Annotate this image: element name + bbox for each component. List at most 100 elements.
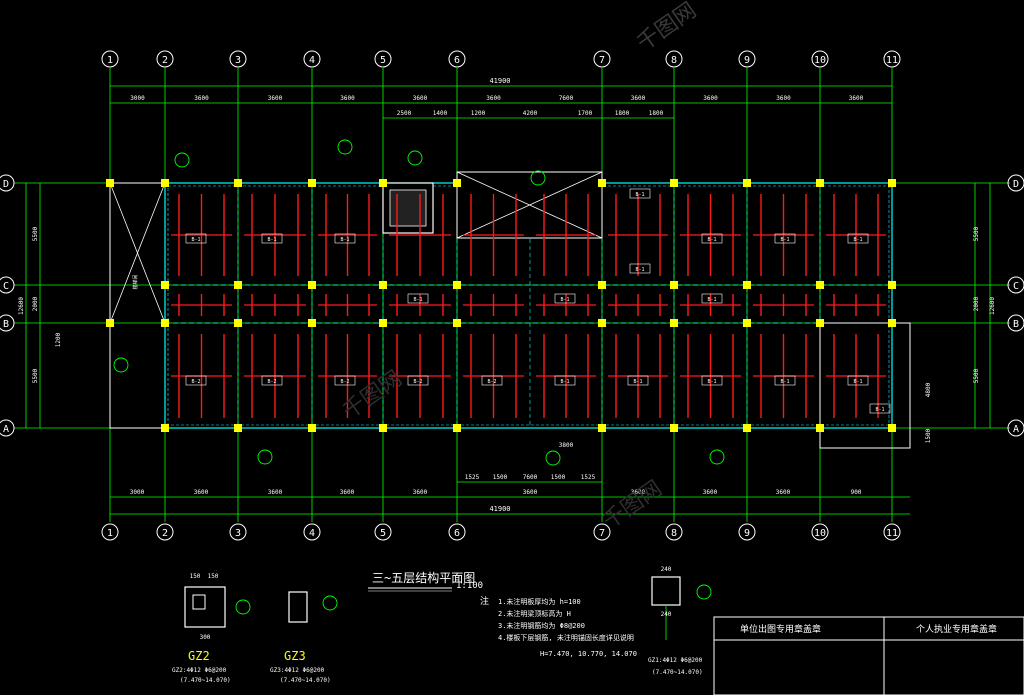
axis-bubble-top [448,50,466,68]
gz2-section [184,586,226,628]
dim-top-bay: 3600 [703,95,718,102]
gz1-dim-a: 240 [661,566,672,573]
dim-top-bay: 3600 [631,95,646,102]
axis-bubble-left [0,419,15,437]
slab-tag: B-1 [413,297,422,303]
watermark-3: 千图网 [598,476,666,534]
slab-tag: B-2 [191,379,200,385]
dim-bottom-sub: 7600 [523,474,538,481]
column [670,424,678,432]
axis-bubble-bottom [811,523,829,541]
dim-right: 5500 [973,226,980,241]
dim-bottom-bay: 3600 [523,489,538,496]
stair-outline [109,182,166,429]
column [379,424,387,432]
axis-label-bottom: 8 [671,528,677,539]
dim-top-sub: 1800 [649,110,664,117]
plan-scale: 1:100 [456,581,483,591]
axis-label-bottom: 9 [744,528,750,539]
gz3-name: GZ3 [284,649,306,663]
column [453,281,461,289]
slab-tag-box [481,375,503,386]
slab-tag: B-1 [560,379,569,385]
callout-circle [174,152,190,168]
dim-top-sub: 1800 [615,110,630,117]
callout-circle [530,170,546,186]
column [308,319,316,327]
column [743,424,751,432]
title-block-right: 个人执业专用章盖章 [916,623,997,635]
axis-bubble-top [156,50,174,68]
bump-outline [819,322,911,449]
dim-top-sub: 1400 [433,110,448,117]
title-block [713,616,1024,695]
axis-bubble-top [593,50,611,68]
column [161,179,169,187]
callout-circle [257,449,273,465]
slab-tag: B-2 [413,379,422,385]
dim-bottom-bay: 3600 [268,489,283,496]
column [453,179,461,187]
axis-label-bottom: 1 [107,528,113,539]
axis-label-bottom: 11 [886,528,898,539]
column [598,319,606,327]
gz2-spec-2: (7.470~14.070) [180,677,231,684]
dim-top-bay: 3600 [268,95,283,102]
column [598,424,606,432]
axis-bubble-top [738,50,756,68]
gz1-callout [696,584,712,600]
axis-label-bottom: 5 [380,528,386,539]
slab-tag: B-1 [267,237,276,243]
gz2-name: GZ2 [188,649,210,663]
dim-top-bay: 3600 [486,95,501,102]
slab-tag: B-1 [707,297,716,303]
slab-tag: B-1 [780,237,789,243]
axis-label-top: 4 [309,55,315,66]
dim-left: 5500 [32,226,39,241]
gz2-spec-1: GZ2:4Φ12 Φ6@200 [172,667,227,674]
gz3-section [288,591,308,623]
axis-label-bottom: 2 [162,528,168,539]
column [888,319,896,327]
dim-top-bay: 3000 [130,95,145,102]
note-line-2: 2.未注明梁顶标高为 H [498,609,571,618]
title-block-left: 单位出图专用章盖章 [740,623,821,635]
slab-tag-box [847,375,869,386]
note-line-4: 4.楼板下层钢筋, 未注明锚固长度详见说明 [498,633,634,642]
slab-tag: B-1 [635,192,644,198]
dim-right: 4800 [925,382,932,397]
note-line-3: 3.未注明钢筋均为 Φ8@200 [498,621,585,630]
axis-label-left: B [3,319,9,330]
axis-bubble-bottom [738,523,756,541]
axis-bubble-bottom [374,523,392,541]
dim-bottom-bay: 3600 [413,489,428,496]
slab-tag-box [334,233,356,244]
slab-tag: B-2 [267,379,276,385]
dim-right: 1500 [925,428,932,443]
axis-label-top: 11 [886,55,898,66]
axis-label-top: 7 [599,55,605,66]
plan-title: 三~五层结构平面图 [372,570,475,585]
dim-bottom-bay: 3600 [703,489,718,496]
slab-tag-box [869,403,891,414]
column [453,319,461,327]
gz1-dim-b: 240 [661,611,672,618]
slab-tag: B-1 [633,379,642,385]
column [816,319,824,327]
dim-bottom-bay: 900 [851,489,862,496]
slab-tag: B-1 [853,237,862,243]
dim-bottom-bay: 3600 [776,489,791,496]
slab-tag: B-1 [560,297,569,303]
dim-top-bay: 3600 [340,95,355,102]
slab-tag: B-1 [707,237,716,243]
column [598,281,606,289]
dim-right: 5500 [973,368,980,383]
note-line-1: 1.未注明板厚均为 h=100 [498,597,581,606]
slab-tag: B-1 [340,237,349,243]
dim-bottom-sub: 1525 [581,474,596,481]
axis-bubble-right [1007,174,1024,192]
column [670,281,678,289]
